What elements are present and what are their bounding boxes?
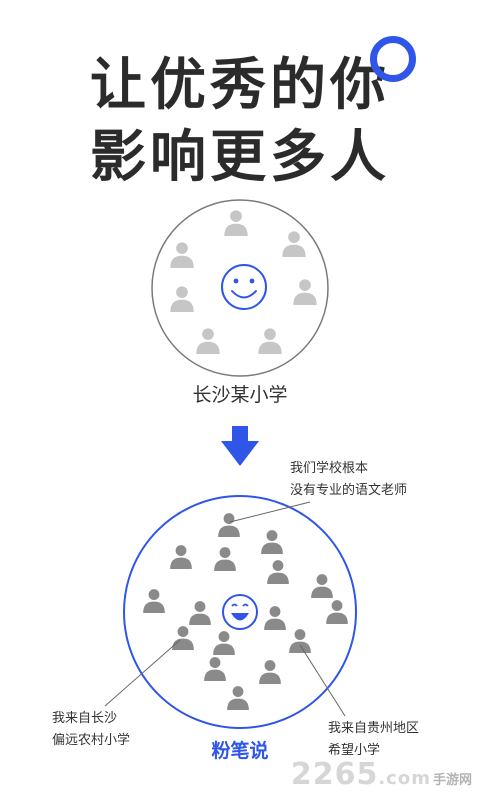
smiley-face-icon: [221, 264, 267, 310]
person-icon: [170, 286, 194, 312]
school-people: [170, 210, 317, 354]
laughing-face-icon: [222, 594, 258, 630]
person-icon: [289, 629, 311, 653]
annotation-top-line-2: 没有专业的语文老师: [290, 483, 408, 498]
person-icon: [259, 660, 281, 684]
person-icon: [172, 626, 194, 650]
brand-label: 粉笔说: [211, 740, 269, 762]
watermark-number: 2265: [290, 757, 379, 792]
person-icon: [224, 210, 248, 236]
person-icon: [218, 513, 240, 537]
watermark-suffix: .com: [378, 768, 431, 789]
network-circle: [123, 495, 357, 729]
leader-line-top: [229, 501, 311, 523]
person-icon: [170, 242, 194, 268]
person-icon: [264, 606, 286, 630]
person-icon: [170, 545, 192, 569]
person-icon: [267, 560, 289, 584]
annotation-right: 我来自贵州地区 希望小学: [328, 718, 419, 762]
headline-line-2: 影响更多人: [90, 125, 390, 190]
person-icon: [261, 530, 283, 554]
person-icon: [227, 686, 249, 710]
person-icon: [293, 279, 317, 305]
person-icon: [258, 328, 282, 354]
leader-line-right: [299, 644, 346, 717]
annotation-left-line-2: 偏远农村小学: [52, 733, 131, 748]
person-icon: [214, 547, 236, 571]
person-icon: [311, 574, 333, 598]
person-icon: [204, 657, 226, 681]
school-circle: [151, 199, 329, 377]
person-icon: [189, 601, 211, 625]
person-icon: [143, 589, 165, 613]
ring-icon: [370, 36, 416, 82]
annotation-left: 我来自长沙 偏远农村小学: [52, 708, 130, 752]
person-icon: [326, 600, 348, 624]
annotation-top: 我们学校根本 没有专业的语文老师: [290, 458, 407, 502]
person-icon: [213, 631, 235, 655]
person-icon: [196, 328, 220, 354]
person-icon: [282, 231, 306, 257]
watermark-site: 手游网: [432, 773, 472, 788]
annotation-right-line-1: 我来自贵州地区: [328, 721, 420, 736]
leader-line-left: [104, 639, 181, 707]
headline-line-1: 让优秀的你: [90, 53, 390, 118]
school-label: 长沙某小学: [192, 384, 288, 406]
site-watermark: 2265 .com 手游网: [291, 757, 472, 792]
network-people: [143, 513, 348, 710]
annotation-left-line-1: 我来自长沙: [52, 711, 118, 726]
annotation-right-line-2: 希望小学: [328, 743, 381, 758]
arrow-down-icon: [221, 426, 259, 466]
annotation-top-line-1: 我们学校根本: [290, 461, 369, 476]
